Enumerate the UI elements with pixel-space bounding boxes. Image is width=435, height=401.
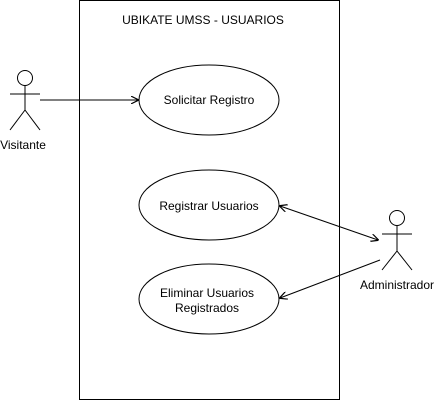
use-case-solicitar-registro[interactable]: Solicitar Registro	[138, 64, 280, 136]
actor-label: Visitante	[0, 138, 46, 152]
use-case-ellipse[interactable]	[138, 64, 280, 136]
actor-administrador[interactable]: Administrador	[360, 210, 434, 293]
use-case-registrar-usuarios[interactable]: Registrar Usuarios	[138, 169, 280, 241]
use-case-label-line1: Eliminar Usuarios	[160, 286, 254, 300]
use-case-eliminar-usuarios[interactable]: Eliminar Usuarios Registrados	[138, 263, 280, 335]
actor-leg-left	[9, 109, 26, 131]
actor-leg-right	[24, 109, 41, 131]
actor-leg-right	[396, 250, 413, 271]
use-case-label: Solicitar Registro	[164, 93, 255, 107]
association-administrador-eliminar-arrow[interactable]	[280, 259, 381, 298]
association-administrador-registrar-arrow[interactable]	[280, 206, 378, 240]
system-title: UBIKATE UMSS - USUARIOS	[122, 13, 284, 27]
use-case-label-line2: Registrados	[175, 301, 239, 315]
actor-head	[389, 210, 405, 226]
use-case-label: Registrar Usuarios	[159, 199, 258, 213]
actor-head	[17, 70, 33, 86]
actor-leg-left	[381, 250, 398, 271]
actor-label: Administrador	[360, 278, 434, 292]
actor-visitante[interactable]: Visitante	[0, 70, 46, 153]
